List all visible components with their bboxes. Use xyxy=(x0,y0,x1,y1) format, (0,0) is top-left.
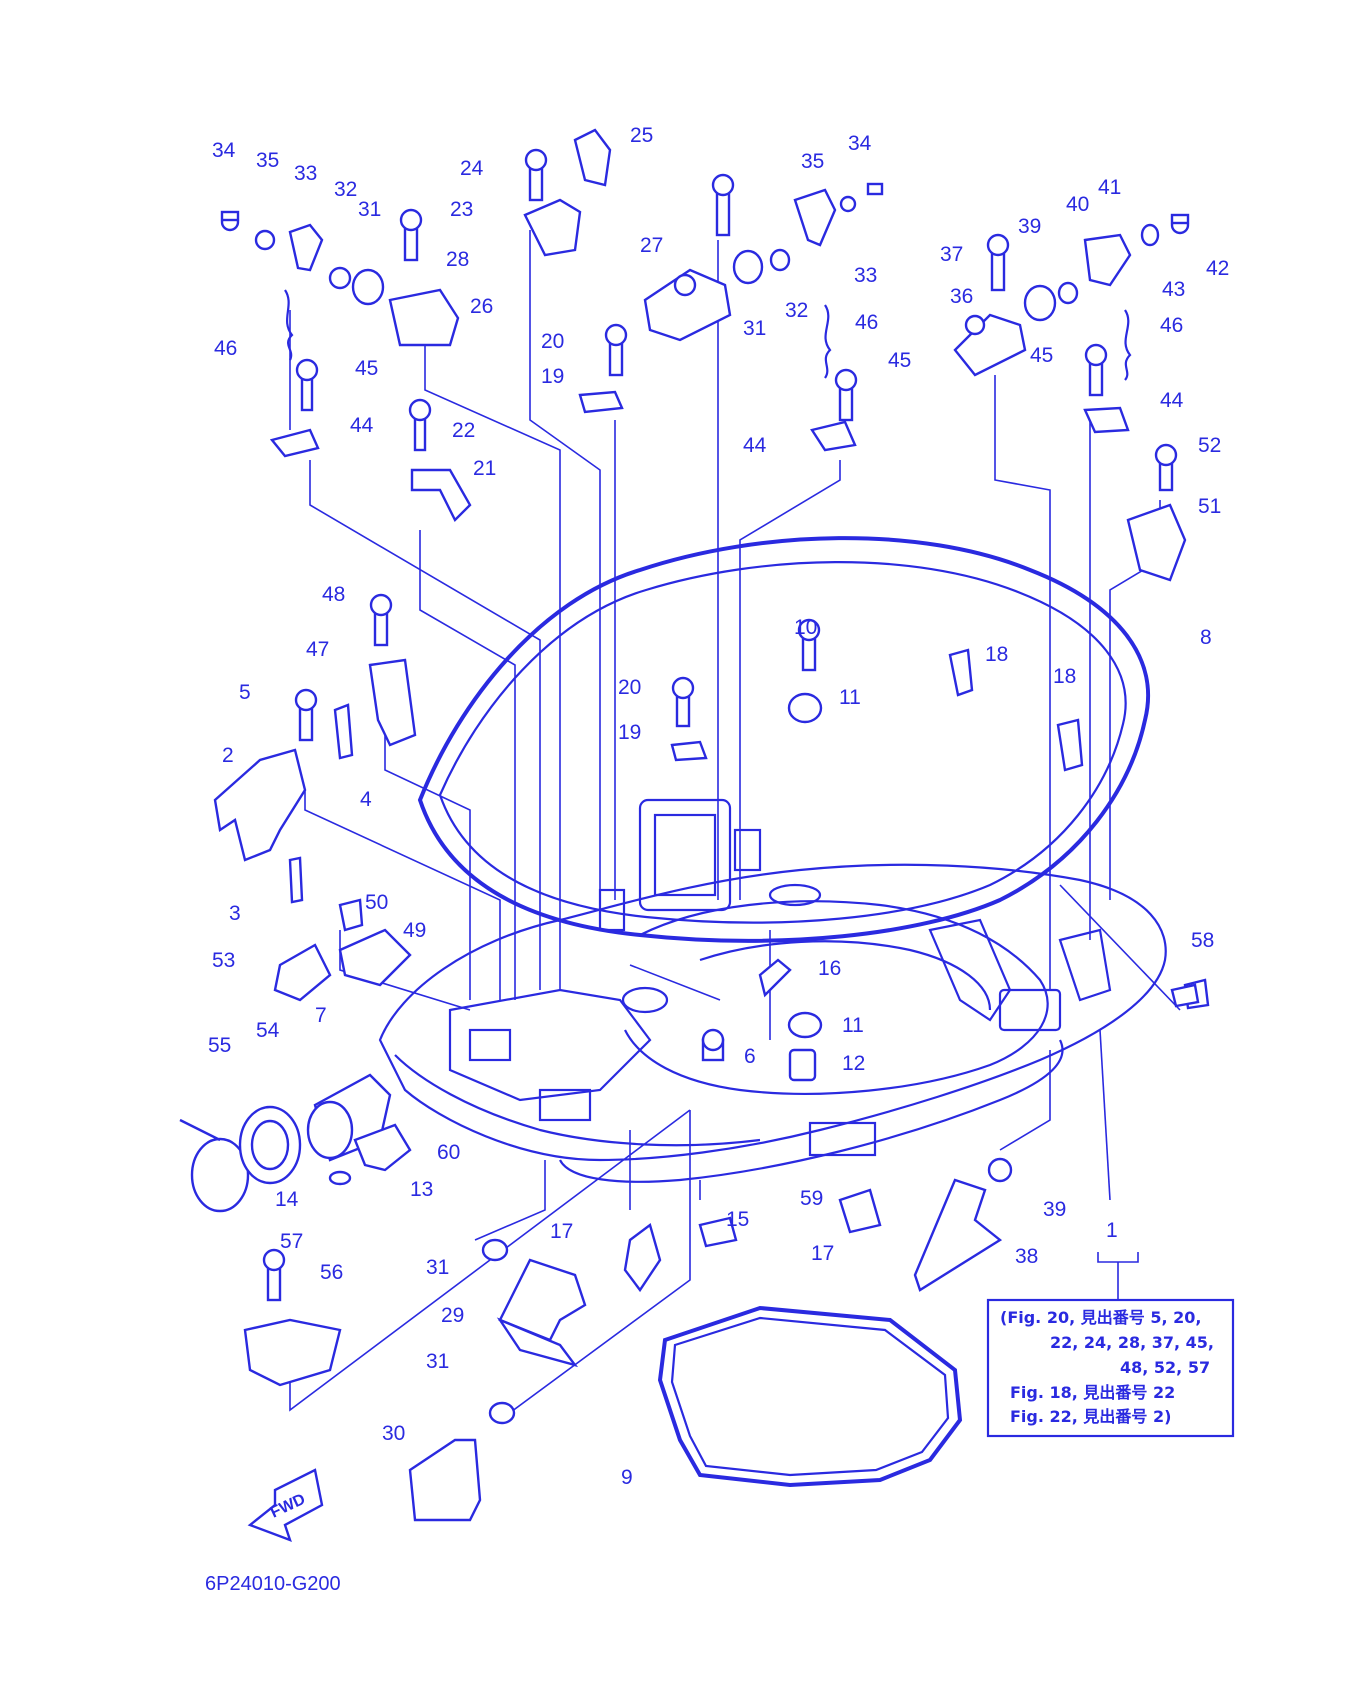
part-number-label: 38 xyxy=(1015,1245,1038,1268)
part-number-label: 30 xyxy=(382,1422,405,1445)
part-number-label: 36 xyxy=(950,285,973,308)
part-number-label: 28 xyxy=(446,248,469,271)
part-number-label: 35 xyxy=(256,149,279,172)
part-number-label: 56 xyxy=(320,1261,343,1284)
part-number-label: 44 xyxy=(743,434,767,457)
part-number-label: 51 xyxy=(1198,495,1221,518)
part-number-label: 10 xyxy=(794,616,817,639)
part-number-label: 46 xyxy=(1160,314,1183,337)
part-number-label: 13 xyxy=(410,1178,433,1201)
part-number-label: 15 xyxy=(726,1208,749,1231)
part-number-label: 34 xyxy=(212,139,236,162)
part-number-label: 4 xyxy=(360,788,372,811)
part-number-label: 32 xyxy=(785,299,808,322)
part-number-label: 26 xyxy=(470,295,493,318)
part-number-label: 11 xyxy=(839,686,861,709)
part-number-label: 58 xyxy=(1191,929,1214,952)
note-line-2: 22, 24, 28, 37, 45, xyxy=(1050,1333,1214,1352)
part-number-label: 39 xyxy=(1043,1198,1066,1221)
part-number-label: 16 xyxy=(818,957,841,980)
part-number-label: 11 xyxy=(842,1014,864,1037)
part-number-label: 45 xyxy=(355,357,378,380)
note-box: (Fig. 20, 見出番号 5, 20, 22, 24, 28, 37, 45… xyxy=(1000,1308,1214,1426)
part-number-label: 34 xyxy=(848,132,872,155)
note-line-1: (Fig. 20, 見出番号 5, 20, xyxy=(1000,1308,1201,1327)
part-number-label: 17 xyxy=(811,1242,834,1265)
part-number-label: 40 xyxy=(1066,193,1089,216)
part-number-label: 59 xyxy=(800,1187,823,1210)
part-number-label: 17 xyxy=(550,1220,573,1243)
part-number-label: 31 xyxy=(426,1256,449,1279)
part-number-label: 41 xyxy=(1098,176,1121,199)
part-number-label: 46 xyxy=(214,337,237,360)
note-line-4: Fig. 18, 見出番号 22 xyxy=(1010,1383,1175,1402)
part-number-label: 29 xyxy=(441,1304,464,1327)
part-number-label: 31 xyxy=(358,198,381,221)
part-number-label: 47 xyxy=(306,638,329,661)
part-number-label: 12 xyxy=(842,1052,865,1075)
part-number-label: 44 xyxy=(1160,389,1184,412)
part-number-label: 43 xyxy=(1162,278,1185,301)
part-number-label: 35 xyxy=(801,150,824,173)
part-number-label: 54 xyxy=(256,1019,280,1042)
part-number-label: 6 xyxy=(744,1045,756,1068)
part-number-label: 48 xyxy=(322,583,345,606)
note-line-5: Fig. 22, 見出番号 2) xyxy=(1010,1407,1171,1426)
part-number-label: 55 xyxy=(208,1034,231,1057)
part-number-label: 20 xyxy=(541,330,564,353)
part-number-label: 19 xyxy=(541,365,564,388)
part-number-label: 23 xyxy=(450,198,473,221)
part-number-label: 25 xyxy=(630,124,653,147)
part-number-label: 14 xyxy=(275,1188,299,1211)
part-number-label: 49 xyxy=(403,919,426,942)
part-number-label: 33 xyxy=(854,264,877,287)
part-number-label: 8 xyxy=(1200,626,1212,649)
part-number-label: 45 xyxy=(1030,344,1053,367)
bottom-cowling-drawing xyxy=(378,536,1167,1183)
part-number-label: 44 xyxy=(350,414,374,437)
part-number-label: 31 xyxy=(743,317,766,340)
part-number-label: 39 xyxy=(1018,215,1041,238)
part-number-label: 7 xyxy=(315,1004,327,1027)
note-line-3: 48, 52, 57 xyxy=(1120,1358,1210,1377)
part-number-label: 2 xyxy=(222,744,234,767)
leader-lines xyxy=(289,230,1181,1421)
part-number-label: 19 xyxy=(618,721,641,744)
part-number-label: 20 xyxy=(618,676,641,699)
part-number-label: 50 xyxy=(365,891,388,914)
part-number-label: 57 xyxy=(280,1230,303,1253)
part-number-label: 24 xyxy=(460,157,484,180)
part-number-label: 60 xyxy=(437,1141,460,1164)
part-number-label: 42 xyxy=(1206,257,1229,280)
part-number-label: 37 xyxy=(940,243,963,266)
part-number-label: 21 xyxy=(473,457,496,480)
part-number-label: 52 xyxy=(1198,434,1221,457)
part-number-label: 22 xyxy=(452,419,475,442)
part-number-label: 45 xyxy=(888,349,911,372)
part-number-label: 31 xyxy=(426,1350,449,1373)
part-number-label: 3 xyxy=(229,902,241,925)
part-number-label: 18 xyxy=(1053,665,1076,688)
part-glyphs xyxy=(179,128,1235,1543)
part-number-label: 1 xyxy=(1106,1219,1118,1242)
part-number-label: 53 xyxy=(212,949,235,972)
part-number-label: 46 xyxy=(855,311,878,334)
diagram-code: 6P24010-G200 xyxy=(205,1573,341,1595)
part-number-label: 33 xyxy=(294,162,317,185)
part-number-label: 9 xyxy=(621,1466,633,1489)
part-number-label: 27 xyxy=(640,234,663,257)
part-number-label: 32 xyxy=(334,178,357,201)
part-number-label: 18 xyxy=(985,643,1008,666)
part-number-label: 5 xyxy=(239,681,251,704)
